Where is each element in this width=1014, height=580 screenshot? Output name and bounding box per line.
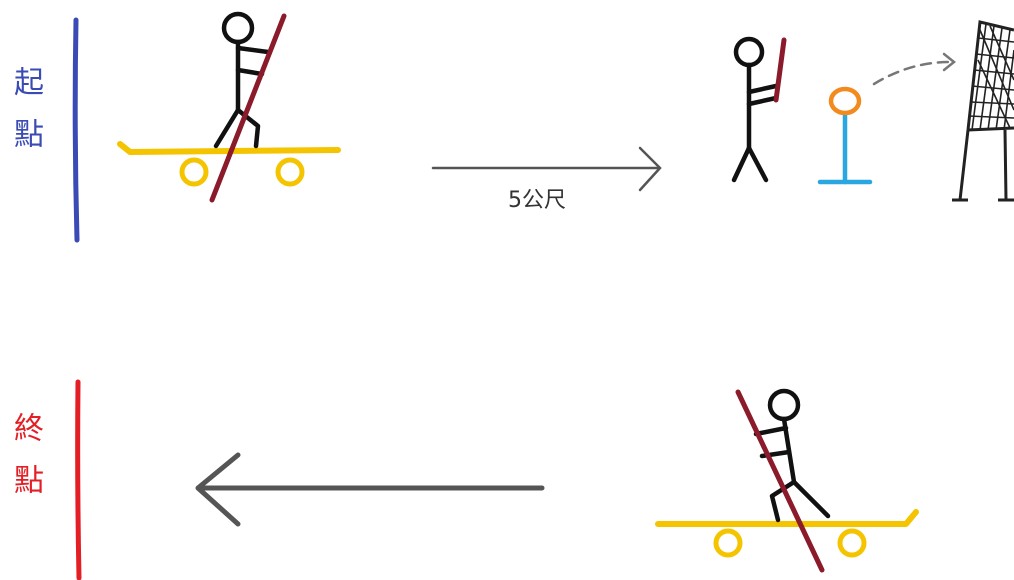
- skateboard-bottom: [655, 509, 919, 558]
- distance-label: 5公尺: [508, 188, 566, 213]
- stick-figure-batter: [731, 36, 779, 183]
- batting-tee: [817, 111, 873, 185]
- trajectory-dashed: [872, 60, 952, 86]
- finish-label: 終點: [8, 412, 43, 516]
- pole-top: [209, 13, 287, 203]
- start-label: 起點: [8, 66, 43, 170]
- trajectory-arrowhead: [942, 52, 957, 72]
- net: [952, 20, 1014, 202]
- skateboard-top: [117, 141, 341, 187]
- stick-figure-rider-top: [213, 11, 271, 149]
- stick-figure-rider-bottom: [753, 388, 831, 523]
- ring-target: [828, 86, 862, 116]
- distance-arrow: [431, 146, 662, 192]
- return-arrow: [195, 452, 545, 527]
- pole-bottom: [735, 389, 825, 573]
- start-line: [72, 17, 80, 243]
- finish-line: [75, 379, 82, 580]
- bat: [773, 37, 787, 103]
